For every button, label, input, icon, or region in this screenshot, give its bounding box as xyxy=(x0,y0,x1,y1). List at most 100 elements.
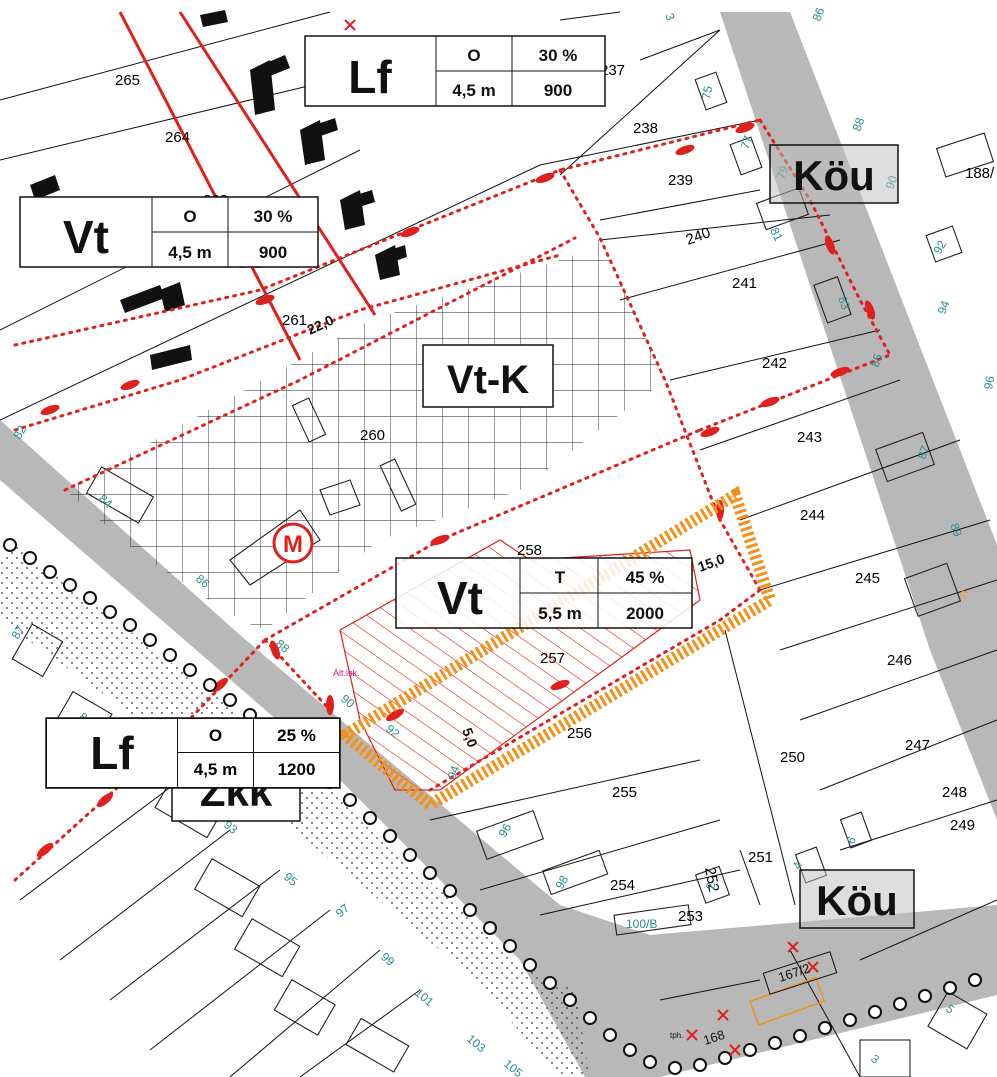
max-height: 4,5 m xyxy=(452,81,495,100)
parcel-lines xyxy=(0,11,997,1077)
house-number: 94 xyxy=(935,298,953,316)
house-number: 91 xyxy=(957,588,970,601)
parcel-number: 188/ xyxy=(965,165,995,182)
parcel-number: 239 xyxy=(668,172,693,189)
house-number: 83 xyxy=(835,294,853,312)
house-number: 81 xyxy=(767,225,785,243)
parcel-number: 255 xyxy=(612,784,637,801)
min-lot-area: 900 xyxy=(259,243,287,262)
house-number: 3 xyxy=(662,11,678,22)
min-lot-area: 900 xyxy=(544,81,572,100)
parcel-number: 264 xyxy=(165,129,190,146)
zone-box-lf-bottom-overlay: Lf O 25 % 4,5 m 1200 xyxy=(46,718,340,788)
house-number: 101 xyxy=(412,986,437,1010)
tree-row xyxy=(3,538,982,1075)
zone-label-kou-north: Köu xyxy=(769,144,899,204)
black-buildings xyxy=(30,10,407,370)
dimension-label: 22,0 xyxy=(305,312,337,338)
house-number: 100/B xyxy=(626,917,657,931)
house-number: 99 xyxy=(378,950,397,970)
cross-markers xyxy=(344,19,819,1056)
parcel-167-2-box xyxy=(762,951,838,995)
coverage-percent: 25 % xyxy=(254,719,339,753)
parcel-number: 245 xyxy=(855,570,880,587)
parcel-number: 248 xyxy=(942,784,967,801)
zone-code: Vt xyxy=(437,572,483,624)
house-number: 96 xyxy=(495,821,514,840)
house-number: 95 xyxy=(281,870,300,890)
parcel-number: 238 xyxy=(633,120,658,137)
parcel-number: 260 xyxy=(360,427,385,444)
house-number: 3 xyxy=(868,1052,882,1067)
zone-code: Lf xyxy=(47,719,178,787)
parcel-number: 254 xyxy=(610,877,635,894)
zone-label-vt-k: Vt-K xyxy=(422,344,554,408)
parcel-number: 251 xyxy=(748,849,773,866)
house-number: 105 xyxy=(501,1057,526,1077)
house-number: 89 xyxy=(947,521,965,539)
building-type: O xyxy=(183,207,196,226)
parcel-number: 252 xyxy=(701,866,722,894)
monument-letter: M xyxy=(283,531,303,558)
zone-box-lf-top: Lf O 30 % 4,5 m 900 xyxy=(304,35,606,107)
zone-code: Lf xyxy=(348,51,392,103)
transformer-box xyxy=(749,976,826,1026)
parcel-number: 246 xyxy=(887,652,912,669)
side-road-north xyxy=(720,12,997,820)
school-label: Ált.isk. xyxy=(333,668,360,678)
parcel-number: 250 xyxy=(780,749,805,766)
parcel-number: 247 xyxy=(905,737,930,754)
house-number: 87 xyxy=(8,623,27,642)
dimension-label: 15,0 xyxy=(696,550,727,574)
parcel-number: 258 xyxy=(517,542,542,559)
svg-text:Köu: Köu xyxy=(816,877,898,924)
house-number: 96 xyxy=(981,375,997,391)
parcel-number: 257 xyxy=(540,650,565,667)
house-number: 103 xyxy=(464,1032,489,1056)
house-number: 2 xyxy=(703,881,718,890)
house-number: 92 xyxy=(930,238,949,257)
house-number: 98 xyxy=(552,873,571,892)
max-height: 4,5 m xyxy=(168,243,211,262)
house-number: 97 xyxy=(333,901,352,921)
transformer-label: tph. xyxy=(670,1031,683,1040)
parcel-number: 241 xyxy=(732,275,757,292)
building-type: O xyxy=(467,46,480,65)
house-number: 88 xyxy=(850,115,868,133)
max-height: 5,5 m xyxy=(538,604,581,623)
parcel-number: 261 xyxy=(282,312,307,329)
building-type: O xyxy=(178,719,254,753)
building-type: T xyxy=(555,568,566,587)
house-number: 77 xyxy=(738,133,756,151)
gridded-area xyxy=(65,238,665,630)
dimension-label: 5,0 xyxy=(459,726,481,750)
coverage-percent: 30 % xyxy=(539,46,578,65)
house-number: 82 xyxy=(10,423,29,442)
zone-box-vt-center: Vt T 45 % 5,5 m 2000 xyxy=(395,557,693,629)
house-number: 75 xyxy=(699,85,715,101)
svg-text:Köu: Köu xyxy=(793,152,875,199)
coverage-percent: 45 % xyxy=(626,568,665,587)
house-number: 94 xyxy=(445,763,463,781)
main-road xyxy=(0,420,997,1077)
house-number: 86 xyxy=(810,5,828,23)
parcel-number: 243 xyxy=(797,429,822,446)
zone-box-vt-left: Vt O 30 % 4,5 m 900 xyxy=(19,196,319,268)
house-number: 87 xyxy=(915,443,933,461)
parcel-number: 242 xyxy=(762,355,787,372)
min-lot-area: 2000 xyxy=(626,604,664,623)
monument-symbol: M xyxy=(272,522,314,564)
svg-text:Vt-K: Vt-K xyxy=(447,358,529,402)
parcel-number: 249 xyxy=(950,817,975,834)
house-number: 4 xyxy=(790,860,806,871)
zone-code: Vt xyxy=(63,211,109,263)
zone-label-kou-south: Köu xyxy=(799,869,915,929)
orange-boundary xyxy=(334,485,778,813)
coverage-percent: 30 % xyxy=(254,207,293,226)
parcel-number: 253 xyxy=(678,908,703,925)
house-number: 168 xyxy=(701,1027,726,1048)
parcel-number: 256 xyxy=(567,725,592,742)
min-lot-area: 1200 xyxy=(277,760,316,779)
max-height: 4,5 m xyxy=(178,753,254,787)
parcel-number: 237 xyxy=(600,62,625,79)
